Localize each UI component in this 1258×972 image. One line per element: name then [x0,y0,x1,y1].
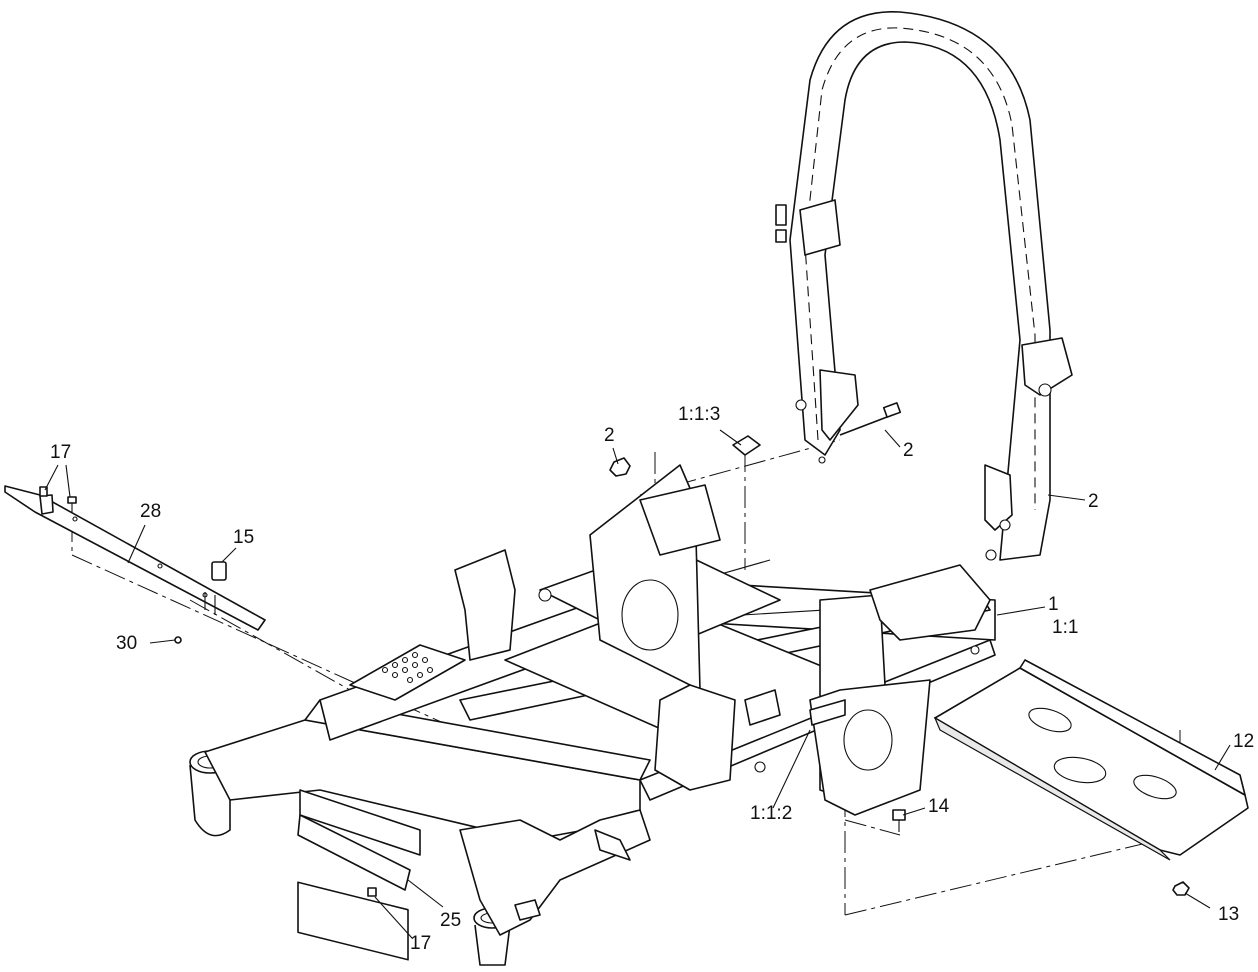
bumper-15 [204,561,227,610]
decal-1-1-3 [732,435,761,456]
callout-1: 1 [1048,594,1059,615]
callout-15: 15 [233,527,255,548]
roll-bar [775,11,1073,561]
callout-2-nut: 2 [604,425,615,446]
callout-17-lower: 17 [410,933,432,954]
foot-plate-holes [381,651,434,684]
callout-30: 30 [116,633,138,654]
callout-1-1-3: 1:1:3 [678,404,721,425]
nut-13 [1172,881,1190,896]
screw-17-upper [39,486,77,512]
callout-14: 14 [928,796,950,817]
callout-17-upper: 17 [50,442,72,463]
callout-2-bolt: 2 [903,440,914,461]
shield-12 [933,659,1249,861]
leader-lines [44,429,1231,939]
callout-12: 12 [1233,731,1255,752]
nut-30 [174,636,182,644]
nut-2 [609,457,631,477]
callout-1-1-2: 1:1:2 [750,803,793,824]
callout-2-rollbar: 2 [1088,491,1099,512]
bolt-14 [892,809,906,832]
callout-25: 25 [440,910,462,931]
washer-plate-25 [297,814,411,891]
callout-1-1: 1:1 [1052,617,1079,638]
bolt-2 [839,402,902,436]
main-frame [189,464,996,966]
callout-13: 13 [1218,904,1240,925]
screw-17-lower [367,887,377,897]
callout-28: 28 [140,501,162,522]
